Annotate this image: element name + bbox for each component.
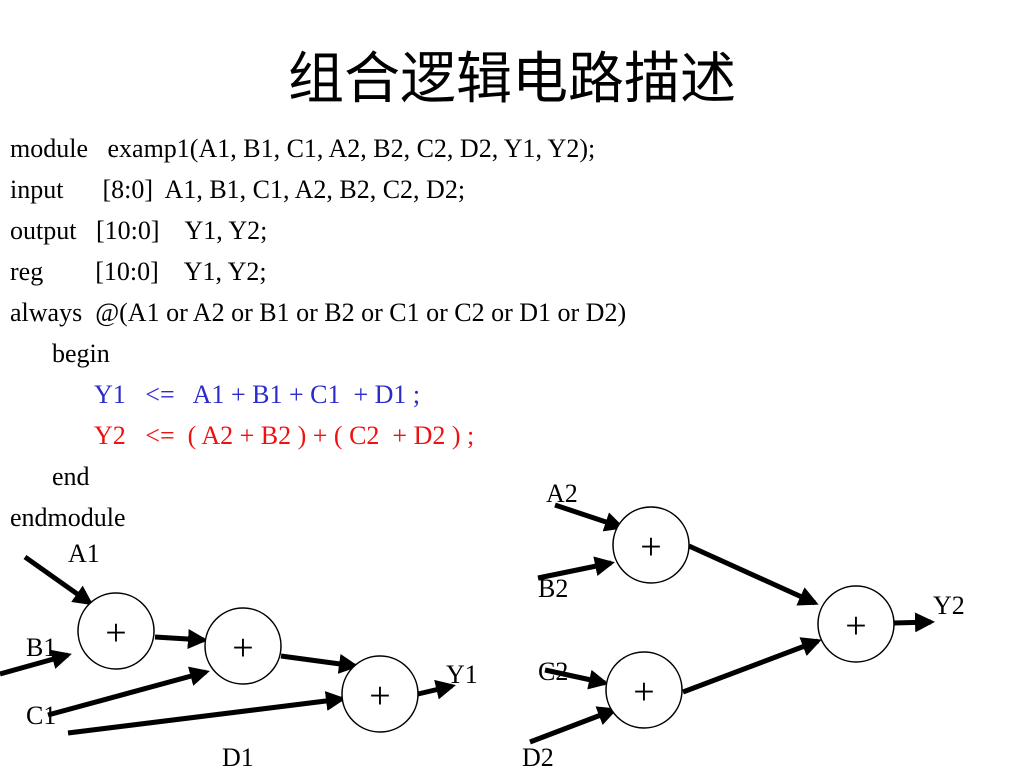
- label-d2: D2: [522, 743, 554, 768]
- code-line: Y2 <= ( A2 + B2 ) + ( C2 + D2 ) ;: [10, 415, 626, 456]
- label-a2: A2: [546, 479, 578, 508]
- wire-d2: [529, 706, 618, 745]
- label-c2: C2: [538, 657, 568, 686]
- adder-5: [605, 651, 683, 729]
- code-text: Y2 <= ( A2 + B2 ) + ( C2 + D2 ) ;: [94, 421, 475, 450]
- code-line: endmodule: [10, 497, 626, 538]
- code-line: Y1 <= A1 + B1 + C1 + D1 ;: [10, 374, 626, 415]
- wire-c1: [47, 666, 210, 718]
- code-text: input [8:0] A1, B1, C1, A2, B2, C2, D2;: [10, 175, 466, 204]
- code-text: endmodule: [10, 503, 126, 532]
- adder-1-plus: +: [105, 612, 126, 654]
- code-line: module examp1(A1, B1, C1, A2, B2, C2, D2…: [10, 128, 626, 169]
- wire-adder2-to-adder3: [280, 653, 359, 674]
- code-line: begin: [10, 333, 626, 374]
- code-line: always @(A1 or A2 or B1 or B2 or C1 or C…: [10, 292, 626, 333]
- label-b2: B2: [538, 574, 568, 603]
- label-y2: Y2: [933, 591, 965, 620]
- code-text: begin: [52, 339, 110, 368]
- verilog-code-block: module examp1(A1, B1, C1, A2, B2, C2, D2…: [10, 128, 626, 538]
- adder-3: [341, 655, 419, 733]
- wire-adder1-to-adder2: [154, 629, 208, 650]
- adder-1: [77, 592, 155, 670]
- adder-6: [817, 585, 895, 663]
- wire-d1: [67, 691, 346, 736]
- wire-a1: [23, 554, 94, 606]
- label-c1: C1: [26, 701, 56, 730]
- code-text: reg [10:0] Y1, Y2;: [10, 257, 267, 286]
- code-text: module examp1(A1, B1, C1, A2, B2, C2, D2…: [10, 134, 596, 163]
- adder-2-plus: +: [232, 627, 253, 669]
- label-a1: A1: [68, 539, 100, 568]
- adder-6-plus: +: [845, 605, 866, 647]
- wire-c2: [544, 667, 609, 690]
- adder-4-plus: +: [640, 526, 661, 568]
- label-b1: B1: [26, 633, 56, 662]
- wire-a2: [554, 502, 625, 532]
- code-line: input [8:0] A1, B1, C1, A2, B2, C2, D2;: [10, 169, 626, 210]
- adder-5-plus: +: [633, 671, 654, 713]
- y1-adder-chain: + + + A1 B1 C1 D1 Y1: [0, 539, 478, 768]
- wire-adder4-to-adder6: [687, 543, 819, 606]
- slide-title: 组合逻辑电路描述: [288, 49, 736, 111]
- y2-adder-tree: + + + A2 B2 C2 D2 Y2: [522, 479, 965, 768]
- label-y1: Y1: [446, 660, 478, 689]
- code-text: end: [52, 462, 90, 491]
- adder-3-plus: +: [369, 675, 390, 717]
- label-d1: D1: [222, 743, 254, 768]
- wire-b2: [537, 556, 615, 581]
- adder-2: [204, 607, 282, 685]
- code-line: end: [10, 456, 626, 497]
- code-line: output [10:0] Y1, Y2;: [10, 210, 626, 251]
- wire-adder5-to-adder6: [682, 637, 822, 695]
- code-text: output [10:0] Y1, Y2;: [10, 216, 268, 245]
- code-text: always @(A1 or A2 or B1 or B2 or C1 or C…: [10, 298, 627, 327]
- wire-y2-output: [893, 612, 935, 633]
- adder-4: [612, 506, 690, 584]
- wire-b1: [0, 649, 72, 677]
- code-text: Y1 <= A1 + B1 + C1 + D1 ;: [94, 380, 421, 409]
- wire-y1-output: [417, 679, 456, 700]
- code-line: reg [10:0] Y1, Y2;: [10, 251, 626, 292]
